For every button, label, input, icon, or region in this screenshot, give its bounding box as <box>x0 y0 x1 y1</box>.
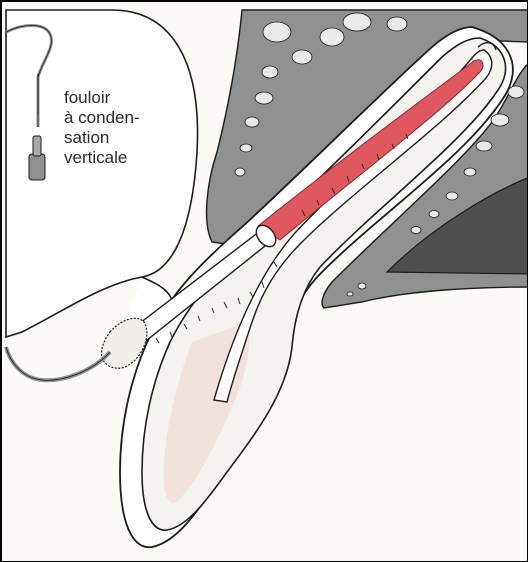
instrument-label-line-1: fouloir <box>64 88 140 108</box>
instrument-cable <box>6 347 110 380</box>
instrument-label: fouloir à conden- sation verticale <box>64 88 140 168</box>
instrument-label-line-2: à conden- <box>64 108 140 128</box>
instrument-label-line-3: sation <box>64 128 140 148</box>
instrument-label-line-4: verticale <box>64 148 140 168</box>
